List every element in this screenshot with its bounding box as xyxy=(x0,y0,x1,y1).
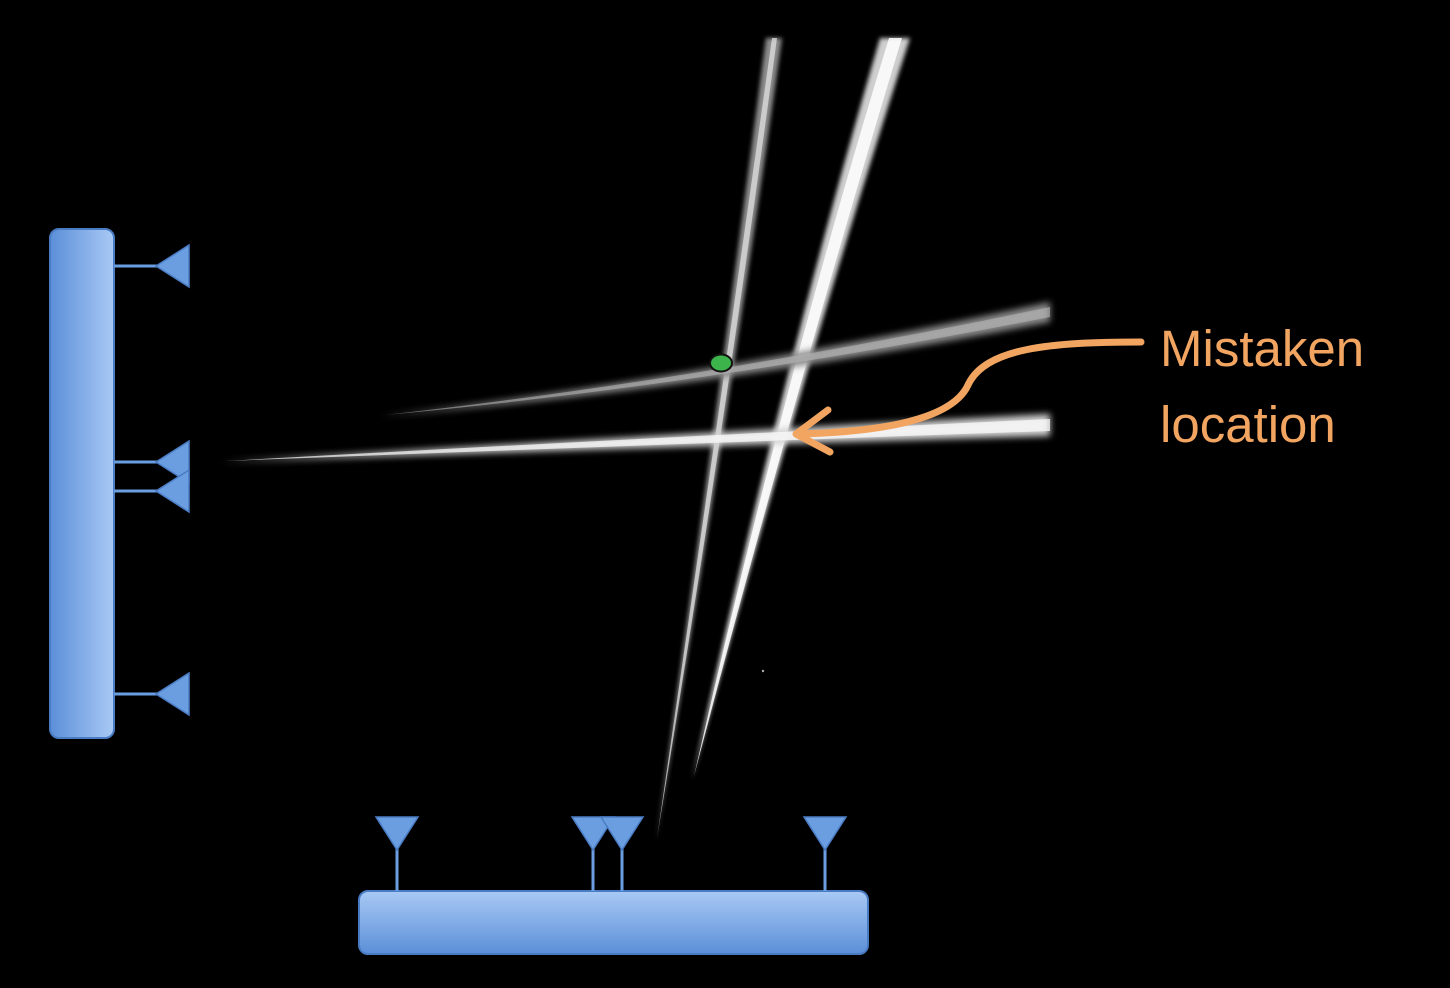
curved-arrow-icon xyxy=(792,338,1145,456)
antenna-element xyxy=(374,816,420,891)
triangle-antenna-icon xyxy=(802,816,848,852)
antenna-element xyxy=(802,816,848,891)
horizontal-antenna-array xyxy=(358,816,869,955)
beam-horizontal-lower-core xyxy=(225,419,1050,461)
antenna-element xyxy=(114,468,190,514)
triangle-antenna-icon xyxy=(570,816,616,852)
annotation-label-line1: Mistaken xyxy=(1160,320,1364,377)
true-location-marker xyxy=(709,353,733,373)
beam-speck xyxy=(761,669,765,673)
antenna-element xyxy=(570,816,616,891)
triangle-antenna-icon xyxy=(154,468,190,514)
triangle-antenna-icon xyxy=(154,243,190,289)
annotation-label: Mistaken location xyxy=(1160,320,1378,453)
antenna-element xyxy=(114,243,190,289)
beam-group xyxy=(220,38,1050,842)
vertical-antenna-array xyxy=(49,228,190,739)
triangle-antenna-icon xyxy=(154,439,190,485)
triangle-antenna-icon xyxy=(599,816,645,852)
antenna-element xyxy=(114,439,190,485)
annotation-label-line2: location xyxy=(1160,396,1336,453)
vertical-antenna-bar xyxy=(49,228,115,739)
triangle-antenna-icon xyxy=(154,671,190,717)
antenna-element xyxy=(599,816,645,891)
antenna-element xyxy=(114,671,190,717)
horizontal-antenna-bar xyxy=(358,890,869,955)
triangle-antenna-icon xyxy=(374,816,420,852)
